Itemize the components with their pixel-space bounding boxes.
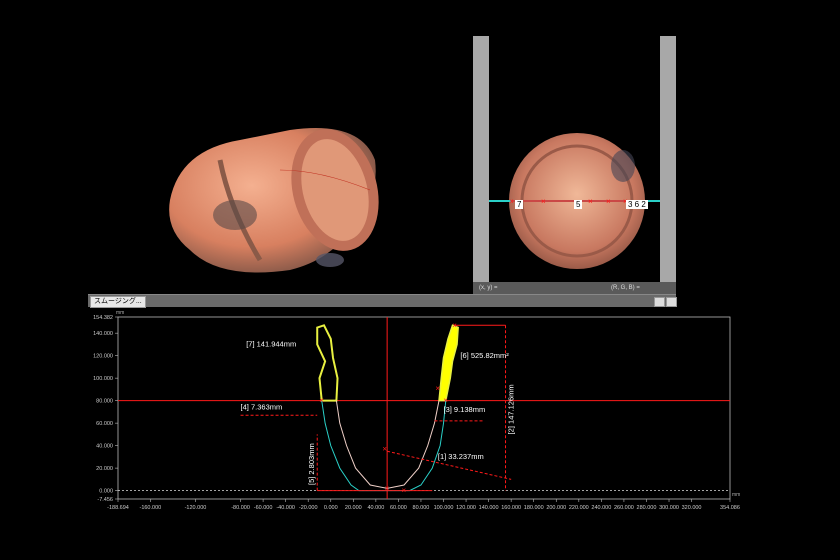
svg-text:×: × (606, 197, 611, 206)
measure-point-marker: × (385, 484, 390, 493)
left-rim-outline (316, 324, 339, 402)
x-tick-label: 180.000 (524, 505, 544, 511)
x-unit-label: mm (732, 492, 740, 498)
measure-point-marker: × (319, 396, 324, 405)
x-tick-label: -188.694 (107, 505, 129, 511)
measurement-label-5: [5] 2.803mm (307, 443, 316, 485)
y-tick-label: 120.000 (93, 354, 113, 360)
top-view-render: × × × × × (489, 133, 660, 269)
measure-point-marker: × (452, 321, 457, 330)
right-margin-bar (660, 36, 676, 282)
section-label-7: 7 (515, 200, 524, 209)
vessel-3d-render (169, 128, 379, 273)
x-tick-label: 320.000 (682, 505, 702, 511)
x-tick-label: 240.000 (591, 505, 611, 511)
x-tick-label: -60.000 (254, 505, 273, 511)
status-bar: (x, y) = (R, G, B) = (473, 282, 676, 294)
x-tick-label: -120.000 (185, 505, 207, 511)
measurement-label-1: [1] 33.237mm (438, 452, 484, 461)
y-unit-label: mm (116, 310, 124, 316)
y-tick-label: 40.000 (96, 444, 113, 450)
y-tick-label: 0.000 (99, 489, 113, 495)
x-tick-label: 260.000 (614, 505, 634, 511)
vessel-3d-view[interactable] (160, 110, 390, 280)
svg-text:×: × (588, 197, 593, 206)
x-tick-label: 40.000 (367, 505, 384, 511)
x-tick-label: 80.000 (413, 505, 430, 511)
right-rim-area (438, 324, 459, 402)
x-tick-label: 200.000 (546, 505, 566, 511)
x-tick-label: 120.000 (456, 505, 476, 511)
cursor-xy-readout: (x, y) = (479, 285, 498, 291)
cursor-rgb-readout: (R, G, B) = (611, 285, 640, 291)
x-tick-label: 0.000 (324, 505, 338, 511)
measurement-label-6: [6] 525.82mm² (460, 351, 509, 360)
inner-profile-line (335, 400, 440, 489)
measure-point-marker: × (435, 384, 440, 393)
svg-text:×: × (623, 197, 628, 206)
x-tick-label: 300.000 (659, 505, 679, 511)
x-tick-label: 354.086 (720, 505, 740, 511)
smoothing-button[interactable]: スムージング... (90, 296, 146, 308)
measurement-label-4: [4] 7.363mm (241, 403, 283, 412)
y-tick-label: 140.000 (93, 331, 113, 337)
measure-line-1 (387, 450, 512, 480)
section-label-362: 3 6 2 (626, 200, 648, 209)
y-tick-label: 154.382 (93, 315, 113, 321)
svg-text:×: × (541, 197, 546, 206)
y-tick-label: 60.000 (96, 421, 113, 427)
section-label-5: 5 (574, 200, 583, 209)
x-tick-label: -80.000 (231, 505, 250, 511)
x-tick-label: 140.000 (479, 505, 499, 511)
measure-point-marker: × (402, 486, 407, 495)
y-tick-label: -7.456 (97, 497, 113, 503)
x-tick-label: 280.000 (637, 505, 657, 511)
top-view-panel[interactable]: × × × × × 7 5 3 6 2 (473, 36, 676, 282)
profile-toolbar: スムージング... (88, 294, 677, 308)
left-margin-bar (473, 36, 489, 282)
y-tick-label: 100.000 (93, 376, 113, 382)
x-tick-label: 220.000 (569, 505, 589, 511)
x-tick-label: 20.000 (345, 505, 362, 511)
window-icon[interactable] (654, 297, 665, 307)
grid-icon[interactable] (666, 297, 677, 307)
plot-frame (117, 316, 731, 500)
x-tick-label: 100.000 (434, 505, 454, 511)
x-tick-label: 60.000 (390, 505, 407, 511)
x-tick-label: 160.000 (501, 505, 521, 511)
y-tick-label: 80.000 (96, 399, 113, 405)
measurement-label-3: [3] 9.138mm (444, 405, 486, 414)
x-tick-label: -20.000 (299, 505, 318, 511)
x-tick-label: -40.000 (276, 505, 295, 511)
measure-point-marker: × (382, 445, 387, 454)
x-tick-label: -160.000 (139, 505, 161, 511)
measurement-label-2: [2] 147.126mm (506, 384, 515, 434)
smoothing-button-label: スムージング... (94, 298, 142, 305)
y-tick-label: 20.000 (96, 466, 113, 472)
profile-chart[interactable]: mm mm -188.694 -160.000 -120.000 -80.000 -60.0… (0, 306, 840, 560)
measurement-label-7: [7] 141.944mm (246, 340, 296, 349)
measure-point-marker: × (443, 396, 448, 405)
svg-text:×: × (509, 197, 514, 206)
